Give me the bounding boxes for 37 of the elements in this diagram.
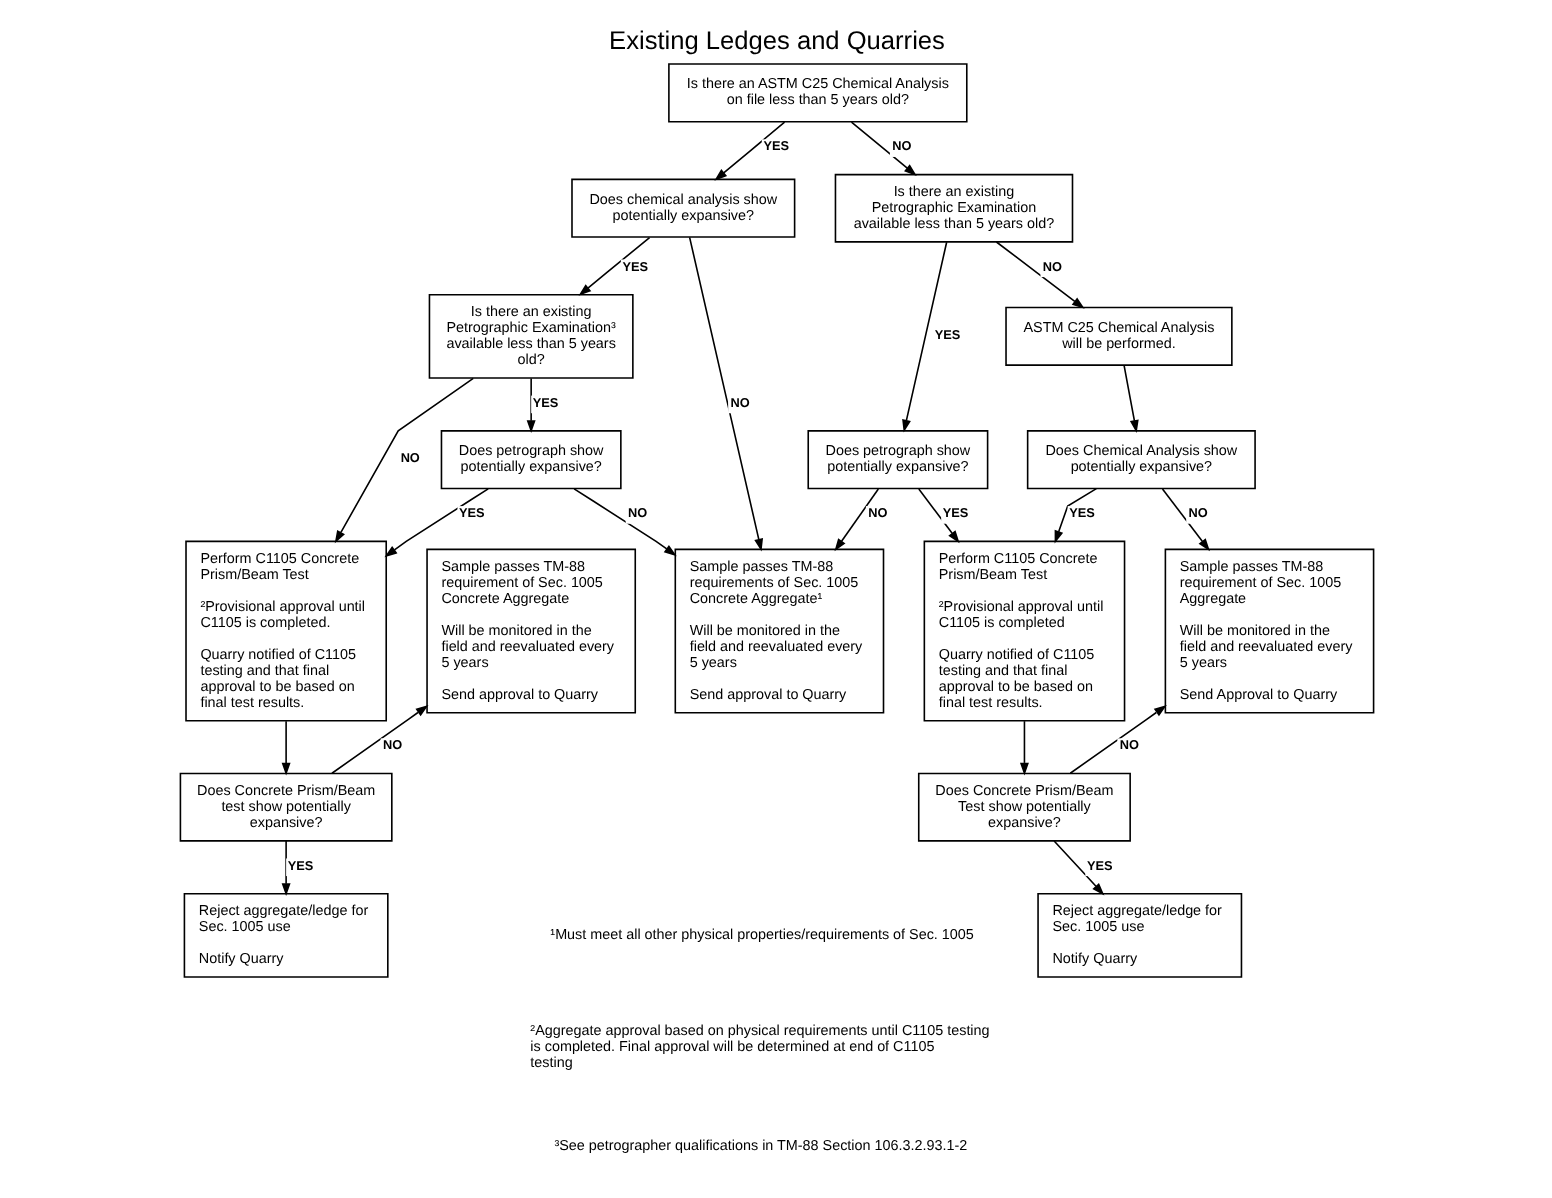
label: ³See petrographer qualifications in TM-88 Section 106.3.2.93.1-2 — [553, 1136, 967, 1155]
node-box: Does petrograph show potentially expansive? — [806, 430, 988, 490]
arrow — [572, 488, 676, 557]
node-box: Sample passes TM-88 requirements of Sec. 1005 Concrete Aggregate¹ Will be monitored in the field and reevaluated every 5 years Send approval to Quarry — [673, 548, 884, 714]
arrow — [330, 705, 428, 775]
node-box: Does chemical analysis show potentially expansive? — [570, 178, 795, 238]
node-box: Perform C1105 Concrete Prism/Beam Test ²Provisional approval until C1105 is completed Quarry notified of C1105 testing and that final approval to be based on final test results. — [922, 540, 1125, 722]
node-box: Perform C1105 Concrete Prism/Beam Test ²Provisional approval until C1105 is completed. Quarry notified of C1105 testing and that final approval to be based on final test results. — [184, 540, 386, 722]
label: ²Aggregate approval based on physical requirements until C1105 testing is completed. Final approval will be determined at end of C1105 testing — [529, 1020, 989, 1071]
node-box: Reject aggregate/ledge for Sec. 1005 use Notify Quarry — [1036, 892, 1242, 978]
arrow — [833, 488, 879, 552]
arrow — [280, 840, 290, 897]
arrow — [525, 377, 535, 434]
node-box: ASTM C25 Chemical Analysis will be performed. — [1004, 306, 1232, 366]
arrow — [687, 236, 763, 552]
arrow — [1122, 364, 1138, 433]
node-box: Sample passes TM-88 requirement of Sec. 1005 Concrete Aggregate Will be monitored in the field and reevaluated every 5 years Send approval to Quarry — [425, 548, 636, 714]
arrow — [994, 241, 1084, 309]
arrow — [917, 488, 959, 544]
arrow — [1068, 705, 1166, 775]
label: ¹Must meet all other physical properties/requirements of Sec. 1005 — [549, 924, 973, 943]
node-box: Does Concrete Prism/Beam Test show potentially expansive? — [916, 772, 1130, 842]
arrow — [901, 241, 947, 433]
arrow — [280, 720, 290, 776]
arrow — [1018, 720, 1028, 776]
node-box: Reject aggregate/ledge for Sec. 1005 use Notify Quarry — [182, 892, 388, 978]
node-box: Is there an ASTM C25 Chemical Analysis on file less than 5 years old? — [667, 63, 967, 123]
node-box: Sample passes TM-88 requirement of Sec. 1005 Aggregate Will be monitored in the field and reevaluated every 5 years Send Approval to Quarry — [1163, 548, 1374, 714]
node-box: Does Chemical Analysis show potentially expansive? — [1025, 430, 1255, 490]
node-box: Is there an existing Petrographic Examination³ available less than 5 years old? — [427, 293, 633, 379]
node-box: Is there an existing Petrographic Examination available less than 5 years old? — [833, 173, 1073, 243]
node-box: Does Concrete Prism/Beam test show potentially expansive? — [178, 772, 392, 842]
arrow — [1052, 840, 1104, 896]
arrow — [713, 121, 785, 181]
arrow — [333, 377, 474, 544]
node-box: Does petrograph show potentially expansive? — [439, 430, 621, 490]
diagram-title: Existing Ledges and Quarries — [608, 25, 944, 56]
